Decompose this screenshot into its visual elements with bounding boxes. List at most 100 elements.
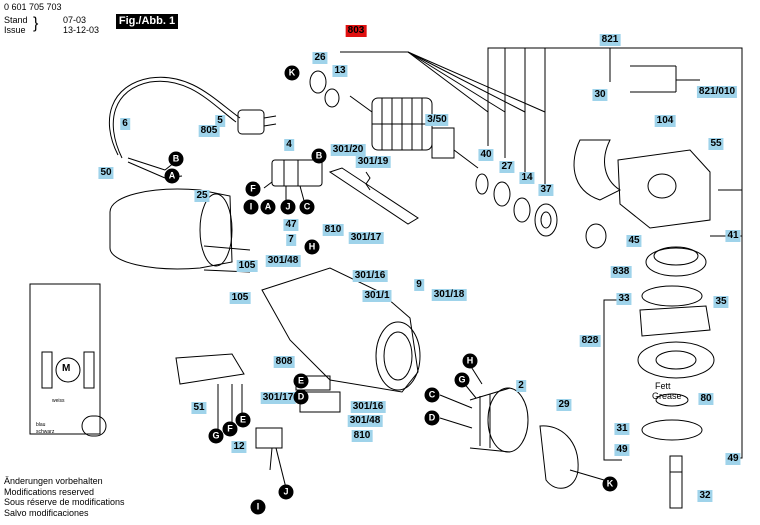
label-27[interactable]: 27 [499, 161, 515, 173]
label-37[interactable]: 37 [538, 184, 554, 196]
letter-i-switch[interactable]: I [243, 199, 259, 215]
label-821-010[interactable]: 821/010 [696, 86, 738, 98]
label-26[interactable]: 26 [312, 52, 328, 64]
label-49-right[interactable]: 49 [725, 453, 741, 465]
part-number: 0 601 705 703 [4, 2, 62, 12]
letter-g-field[interactable]: G [454, 372, 470, 388]
modifications-note: Änderungen vorbehalten Modifications res… [4, 476, 125, 518]
bearing-26 [309, 70, 327, 94]
label-25[interactable]: 25 [194, 190, 210, 202]
air-guide [539, 425, 579, 489]
letter-d-field[interactable]: D [424, 410, 440, 426]
letter-a-cord[interactable]: A [164, 168, 180, 184]
gear-housing [617, 149, 711, 229]
pinion [585, 223, 607, 249]
label-50[interactable]: 50 [98, 167, 114, 179]
letter-a-switch[interactable]: A [260, 199, 276, 215]
label-4[interactable]: 4 [284, 139, 294, 151]
label-810-upper[interactable]: 810 [322, 224, 344, 236]
label-105-upper[interactable]: 105 [236, 260, 258, 272]
label-301-16-upper[interactable]: 301/16 [352, 270, 388, 282]
label-55[interactable]: 55 [708, 138, 724, 150]
letter-j-switch[interactable]: J [280, 199, 296, 215]
label-301-20[interactable]: 301/20 [330, 144, 366, 156]
stand-value: 07-03 [63, 15, 87, 25]
letter-g-brush[interactable]: G [208, 428, 224, 444]
label-821[interactable]: 821 [599, 34, 621, 46]
label-301-48-upper[interactable]: 301/48 [265, 255, 301, 267]
spindle-guard [573, 139, 622, 201]
label-301-18[interactable]: 301/18 [431, 289, 467, 301]
letter-e-upper[interactable]: E [293, 373, 309, 389]
wire-black-label: schwarz [36, 429, 55, 435]
ring-40 [475, 173, 489, 195]
label-301-17-upper[interactable]: 301/17 [348, 232, 384, 244]
label-33[interactable]: 33 [616, 293, 632, 305]
note-line-fr: Sous réserve de modifications [4, 497, 125, 507]
label-828[interactable]: 828 [579, 335, 601, 347]
letter-b-switch[interactable]: B [311, 148, 327, 164]
label-40[interactable]: 40 [478, 149, 494, 161]
letter-h-field[interactable]: H [462, 353, 478, 369]
label-80[interactable]: 80 [698, 393, 714, 405]
label-301-48-lower[interactable]: 301/48 [347, 415, 383, 427]
label-35[interactable]: 35 [713, 296, 729, 308]
label-7[interactable]: 7 [286, 234, 296, 246]
motor-symbol: M [62, 363, 71, 374]
letter-k-lower[interactable]: K [602, 476, 618, 492]
switch [271, 159, 323, 187]
label-805[interactable]: 805 [198, 125, 220, 137]
label-810-lower[interactable]: 810 [351, 430, 373, 442]
label-105-lower[interactable]: 105 [229, 292, 251, 304]
label-29[interactable]: 29 [556, 399, 572, 411]
label-5[interactable]: 5 [215, 115, 225, 127]
letter-f-brush[interactable]: F [222, 421, 238, 437]
figure-title: Fig./Abb. 1 [116, 14, 178, 29]
letter-k-top[interactable]: K [284, 65, 300, 81]
wire-blue-label: blau [36, 422, 46, 428]
label-47[interactable]: 47 [283, 219, 299, 231]
letter-d-lower[interactable]: D [293, 389, 309, 405]
label-30[interactable]: 30 [592, 89, 608, 101]
label-301-16-lower[interactable]: 301/16 [350, 401, 386, 413]
label-301-19[interactable]: 301/19 [355, 156, 391, 168]
label-13[interactable]: 13 [332, 65, 348, 77]
note-line-de: Änderungen vorbehalten [4, 476, 103, 486]
clamping-flange [639, 305, 711, 337]
label-3-50[interactable]: 3/50 [425, 114, 449, 126]
label-803[interactable]: 803 [345, 25, 367, 37]
label-41[interactable]: 41 [725, 230, 741, 242]
label-32[interactable]: 32 [697, 490, 713, 502]
motor-cover [109, 188, 233, 270]
label-49-left[interactable]: 49 [614, 444, 630, 456]
letter-e-brush[interactable]: E [235, 412, 251, 428]
letter-c-switch[interactable]: C [299, 199, 315, 215]
label-301-17-lower[interactable]: 301/17 [260, 392, 296, 404]
slide-switch-rod [328, 167, 419, 225]
label-2[interactable]: 2 [516, 380, 526, 392]
label-9[interactable]: 9 [414, 279, 424, 291]
label-14[interactable]: 14 [519, 172, 535, 184]
label-45[interactable]: 45 [626, 235, 642, 247]
field-coil [487, 387, 529, 453]
bearing-37 [534, 203, 558, 237]
label-301-1[interactable]: 301/1 [362, 290, 392, 302]
letter-c-field[interactable]: C [424, 387, 440, 403]
letter-b-cord[interactable]: B [168, 151, 184, 167]
label-6[interactable]: 6 [120, 118, 130, 130]
label-51[interactable]: 51 [191, 402, 207, 414]
power-cord [109, 76, 241, 156]
letter-f-switch[interactable]: F [245, 181, 261, 197]
label-104[interactable]: 104 [654, 115, 676, 127]
letter-j-lower[interactable]: J [278, 484, 294, 500]
label-12[interactable]: 12 [231, 441, 247, 453]
label-808[interactable]: 808 [273, 356, 295, 368]
label-838[interactable]: 838 [610, 266, 632, 278]
letter-h-upper[interactable]: H [304, 239, 320, 255]
motor-housing [261, 267, 419, 393]
note-line-es: Salvo modificaciones [4, 507, 89, 518]
letter-i-lower[interactable]: I [250, 499, 266, 515]
issue-label: Issue [4, 25, 26, 35]
label-31[interactable]: 31 [614, 423, 630, 435]
